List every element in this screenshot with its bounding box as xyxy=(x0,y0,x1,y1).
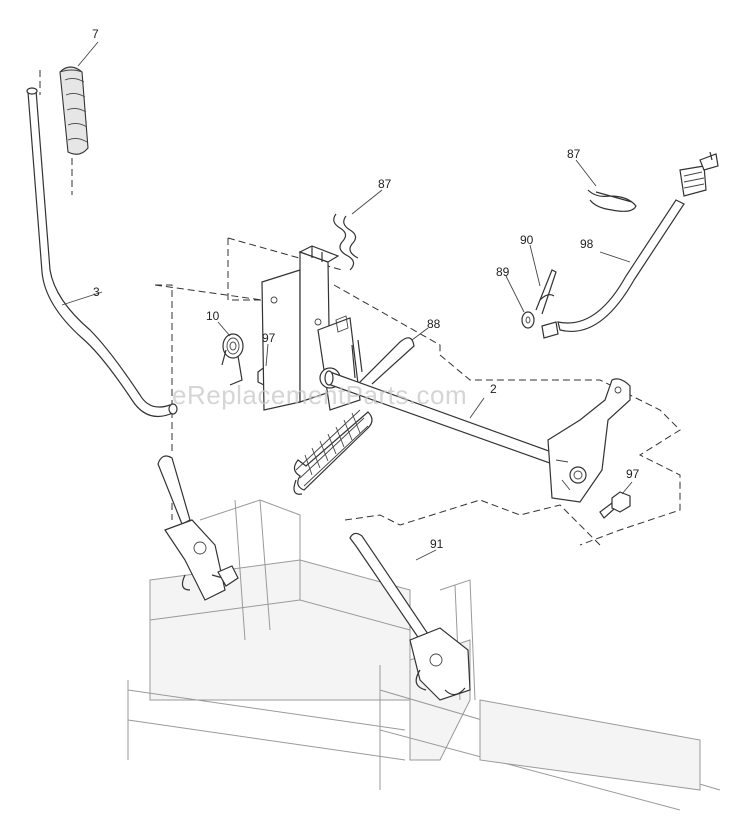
watermark: eReplacementParts.com xyxy=(172,380,468,410)
callout-2: 2 xyxy=(490,382,497,396)
lift-link-left xyxy=(157,455,239,601)
spring-part-10 xyxy=(221,333,244,386)
callout-97-left: 97 xyxy=(262,331,276,345)
lift-arm-right xyxy=(547,378,631,503)
lift-link-part-91 xyxy=(349,532,471,701)
grip-part-7 xyxy=(59,66,89,155)
bolt-part-97-right xyxy=(599,491,631,519)
callout-7: 7 xyxy=(92,27,99,41)
hairpin-clip-part-87-center xyxy=(333,213,359,271)
callout-98: 98 xyxy=(580,237,594,251)
callout-90: 90 xyxy=(520,233,534,247)
leader-lines xyxy=(61,41,633,561)
extension-spring-part-88 xyxy=(293,337,415,495)
callout-3: 3 xyxy=(93,285,100,299)
rod-part-98 xyxy=(557,151,719,332)
lift-handle-part-3 xyxy=(26,87,178,418)
callout-87-right: 87 xyxy=(567,147,581,161)
callout-10: 10 xyxy=(206,309,220,323)
hairpin-clip-part-87-right xyxy=(587,189,637,212)
callout-87-center: 87 xyxy=(378,177,392,191)
callout-91: 91 xyxy=(430,537,444,551)
callout-89: 89 xyxy=(496,265,510,279)
washer-part-89 xyxy=(521,311,535,329)
callout-97-right: 97 xyxy=(626,467,640,481)
clip-part-90 xyxy=(535,269,559,339)
callout-88: 88 xyxy=(427,317,441,331)
